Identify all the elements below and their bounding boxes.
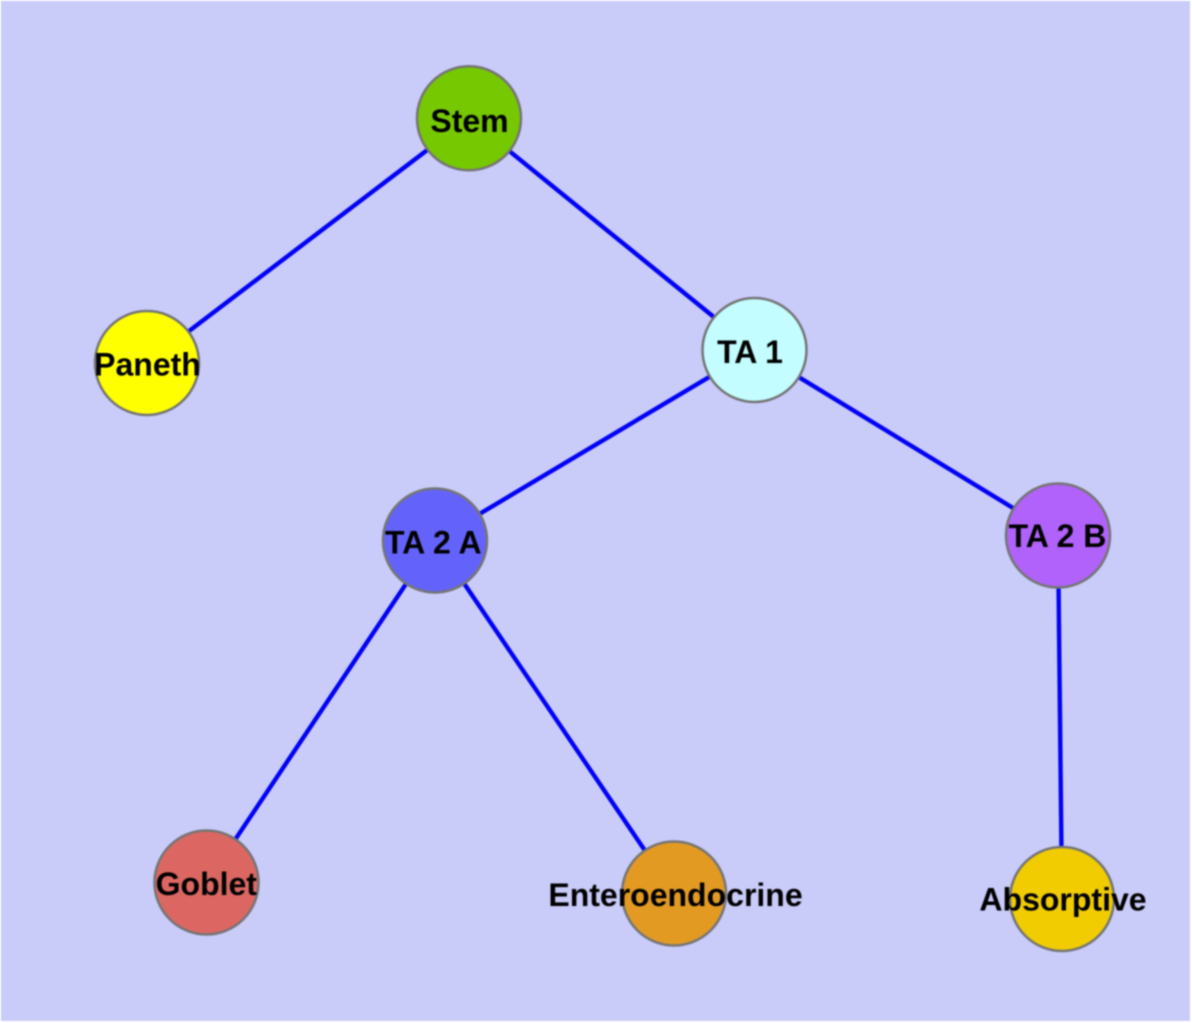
svg-text:TA 2 B: TA 2 B: [1009, 518, 1107, 554]
svg-text:Stem: Stem: [430, 103, 508, 139]
svg-text:Paneth: Paneth: [94, 347, 201, 383]
svg-text:Goblet: Goblet: [156, 866, 258, 902]
svg-text:Absorptive: Absorptive: [979, 882, 1146, 918]
svg-text:TA 1: TA 1: [717, 334, 783, 370]
svg-text:Enteroendocrine: Enteroendocrine: [548, 877, 802, 913]
svg-text:TA 2 A: TA 2 A: [385, 525, 482, 561]
